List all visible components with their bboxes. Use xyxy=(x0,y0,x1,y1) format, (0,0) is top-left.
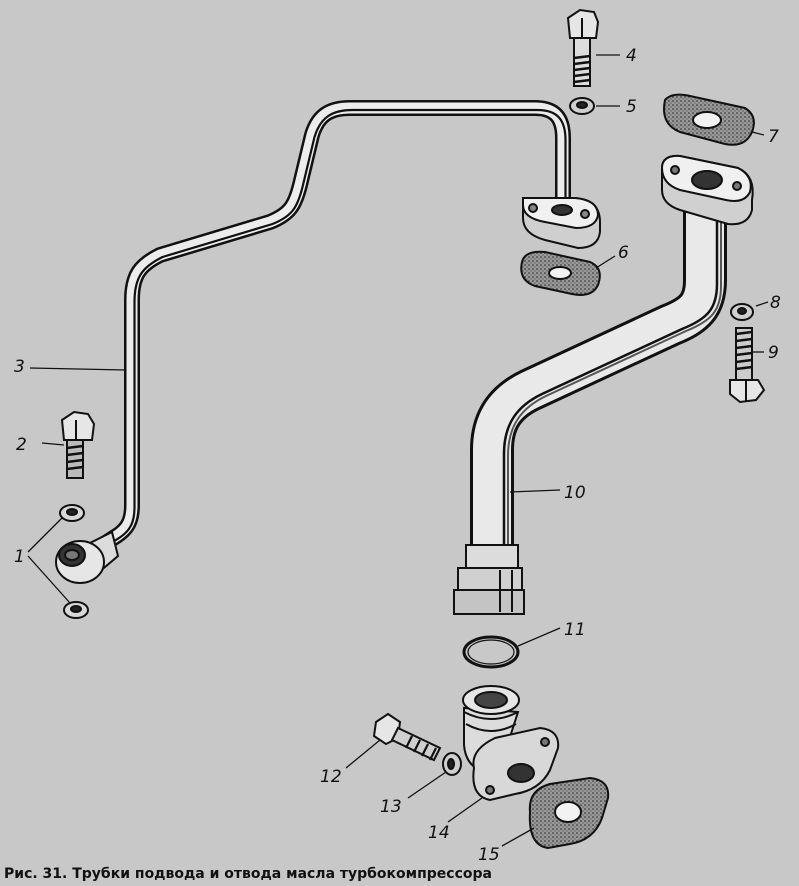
lock-washer-13 xyxy=(442,752,462,776)
parts-diagram: 1 2 3 4 5 6 7 8 9 10 11 12 13 14 15 xyxy=(14,8,781,865)
callout-13: 13 xyxy=(380,797,402,817)
callout-6: 6 xyxy=(618,243,629,263)
elbow-fitting-14 xyxy=(462,685,560,802)
banjo-washers-1 xyxy=(59,504,89,619)
flange-bolt-4 xyxy=(566,8,600,87)
gasket-15 xyxy=(528,776,610,850)
callout-4: 4 xyxy=(626,46,637,66)
flange-bolt-9 xyxy=(729,327,766,404)
leader-lines xyxy=(27,54,769,847)
gasket-6 xyxy=(520,250,601,296)
figure-caption: Рис. 31. Трубки подвода и отвода масла т… xyxy=(4,866,492,882)
callout-10: 10 xyxy=(564,483,586,503)
drain-flange xyxy=(660,154,754,226)
bolt-12 xyxy=(372,712,442,762)
callout-labels: 1 2 3 4 5 6 7 8 9 10 11 12 13 14 15 xyxy=(14,46,781,865)
callout-1: 1 xyxy=(14,547,25,567)
callout-14: 14 xyxy=(428,823,450,843)
lock-washer-8 xyxy=(730,303,754,321)
drain-socket xyxy=(453,544,525,615)
callout-15: 15 xyxy=(478,845,500,865)
drain-pipe-10 xyxy=(470,200,727,571)
lock-washer-5 xyxy=(569,97,595,115)
gasket-7 xyxy=(663,93,755,146)
callout-8: 8 xyxy=(770,293,781,313)
o-ring-11 xyxy=(462,635,520,669)
callout-12: 12 xyxy=(320,767,342,787)
callout-11: 11 xyxy=(564,620,586,640)
callout-9: 9 xyxy=(768,343,779,363)
callout-3: 3 xyxy=(14,357,25,377)
supply-pipe-3 xyxy=(84,100,571,560)
banjo-fitting xyxy=(55,530,120,584)
supply-flange xyxy=(522,197,601,250)
callout-7: 7 xyxy=(768,127,779,147)
callout-2: 2 xyxy=(16,435,27,455)
banjo-bolt-2 xyxy=(60,410,96,479)
callout-5: 5 xyxy=(626,97,637,117)
